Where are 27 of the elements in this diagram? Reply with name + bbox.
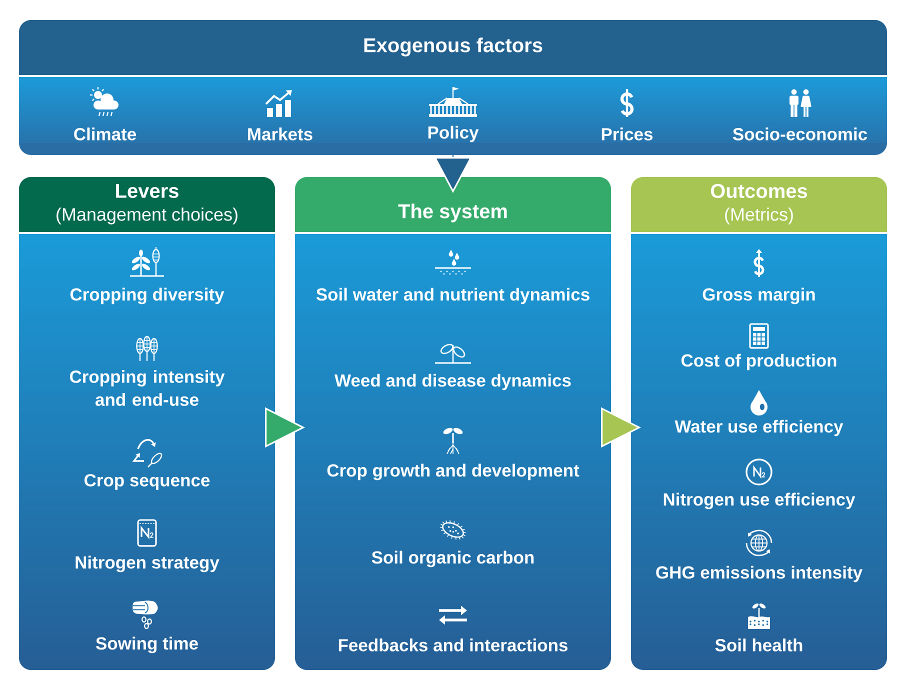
heading: The system bbox=[398, 204, 507, 222]
heading: Exogenous factors bbox=[364, 38, 542, 56]
subheading: (Metrics) bbox=[725, 208, 793, 224]
item-label: Crop sequence bbox=[84, 474, 210, 490]
heading: Levers bbox=[116, 184, 178, 198]
item-label: Nitrogen use efficiency bbox=[664, 492, 856, 510]
item-label: Soil organic carbon bbox=[372, 550, 534, 568]
item-label: Climate bbox=[74, 128, 136, 140]
item-label: Socio-economic bbox=[732, 128, 868, 140]
item-label: Feedbacks and interactions bbox=[338, 638, 568, 652]
item-label: Cropping diversity bbox=[70, 288, 224, 304]
item-label: Water use efficiency bbox=[674, 420, 844, 436]
item-label: Sowing time bbox=[96, 636, 198, 654]
item-label: Cost of production bbox=[681, 354, 836, 370]
item-label: Soil water and nutrient dynamics bbox=[316, 288, 590, 304]
subheading: (Management choices) bbox=[56, 208, 238, 224]
item-label: Policy bbox=[428, 126, 479, 142]
item-label: Markets bbox=[248, 128, 312, 140]
item-label: Weed and disease dynamics bbox=[334, 374, 571, 390]
item-label: Gross margin bbox=[702, 288, 815, 304]
item-label: Nitrogen strategy bbox=[76, 556, 220, 572]
item-label: GHG emissions intensity bbox=[656, 566, 862, 582]
heading: Outcomes bbox=[710, 184, 808, 198]
item-label: Prices bbox=[602, 128, 653, 140]
item-label: Cropping intensity and end-use bbox=[70, 370, 225, 406]
item-label: Soil health bbox=[715, 638, 802, 652]
item-label: Crop growth and development bbox=[327, 464, 580, 480]
